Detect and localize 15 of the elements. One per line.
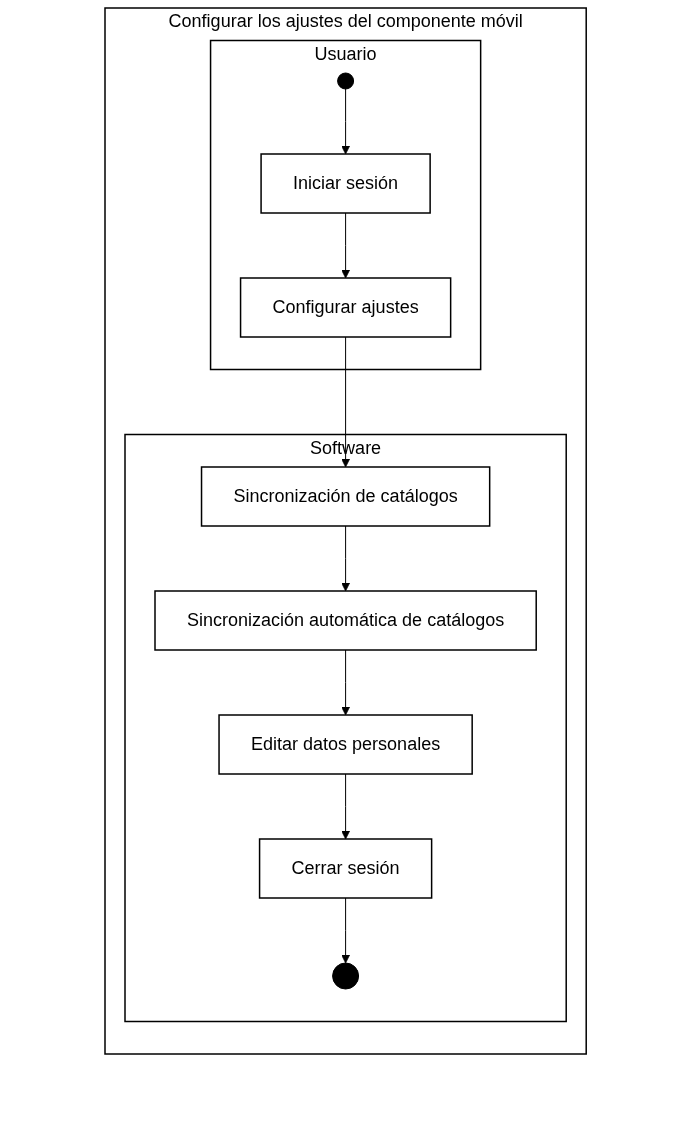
arrow <box>341 525 351 592</box>
arrow <box>341 212 351 279</box>
arrow <box>341 336 351 468</box>
node-box: Configurar ajustes <box>240 277 452 338</box>
node-box: Sincronización automática de catálogos <box>154 590 538 651</box>
node-circle <box>337 72 355 90</box>
node-box: Cerrar sesión <box>259 838 433 899</box>
arrow <box>341 897 351 964</box>
arrow <box>341 88 351 155</box>
arrow <box>341 649 351 716</box>
node-box: Sincronización de catálogos <box>201 466 491 527</box>
arrow <box>341 773 351 840</box>
node-circle <box>332 962 360 990</box>
node-box: Iniciar sesión <box>260 153 432 214</box>
node-box: Editar datos personales <box>218 714 474 775</box>
